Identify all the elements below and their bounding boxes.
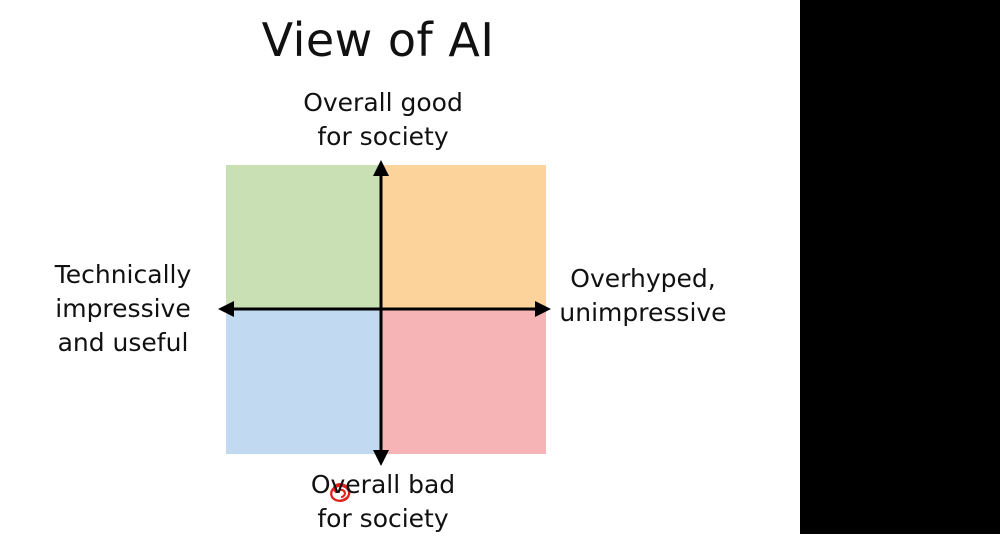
axis-label-bottom: Overall bad for society — [283, 468, 483, 536]
quadrant-top-right — [382, 165, 546, 309]
quadrant-bottom-left — [226, 309, 382, 454]
axis-label-bottom-line-2: for society — [317, 504, 449, 533]
page-title: View of AI — [261, 13, 495, 67]
axis-label-left: Technically impressive and useful — [38, 258, 208, 360]
red-scribble-marker — [330, 483, 351, 502]
right-arrowhead — [535, 301, 551, 317]
quadrant-bottom-right — [382, 309, 546, 454]
bottom-arrowhead — [373, 450, 389, 466]
axis-label-right-line-1: Overhyped, — [570, 264, 716, 293]
quadrant-diagram — [218, 160, 551, 502]
axis-label-top-line-1: Overall good — [303, 88, 463, 117]
quadrant-top-left — [226, 165, 382, 309]
black-side-panel — [800, 0, 1000, 534]
axis-label-top-line-2: for society — [317, 122, 449, 151]
axis-label-left-line-1: Technically — [54, 260, 192, 289]
axis-label-right: Overhyped, unimpressive — [553, 262, 733, 330]
axis-label-left-line-2: impressive — [55, 294, 191, 323]
axis-label-top: Overall good for society — [283, 86, 483, 154]
top-arrowhead — [373, 160, 389, 176]
axis-label-bottom-line-1: Overall bad — [310, 470, 456, 499]
axis-label-left-line-3: and useful — [57, 328, 189, 357]
axis-label-right-line-2: unimpressive — [559, 298, 727, 327]
left-arrowhead — [218, 301, 234, 317]
